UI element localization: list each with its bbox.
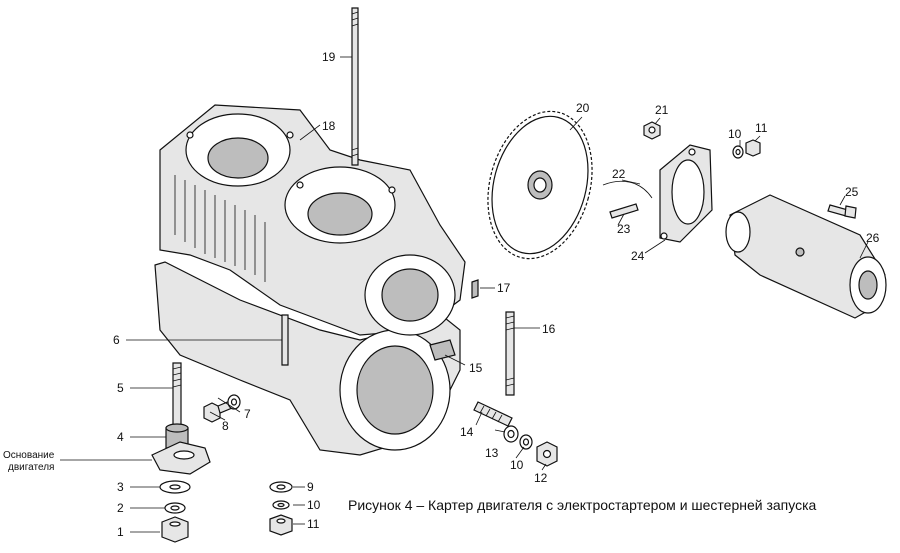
bearing-cap-15	[429, 339, 456, 361]
callout-10-right: 10	[510, 458, 524, 472]
callout-14: 14	[460, 425, 474, 439]
callout-7: 7	[244, 407, 251, 421]
callout-1: 1	[117, 525, 124, 539]
wire-22	[602, 180, 653, 199]
nut-21	[643, 121, 661, 140]
callout-17: 17	[497, 281, 511, 295]
base-label-line-1: Основание	[3, 450, 55, 461]
flange-24	[659, 144, 713, 243]
ring-gear-20	[487, 110, 593, 260]
callout-5: 5	[117, 381, 124, 395]
stud-16	[505, 311, 515, 396]
callout-8: 8	[222, 419, 229, 433]
callout-19: 19	[322, 50, 336, 64]
callout-23: 23	[617, 222, 631, 236]
nut-11-center	[269, 514, 293, 536]
key-17	[471, 279, 479, 299]
callout-11-starter: 11	[755, 121, 768, 135]
starter-26	[725, 194, 887, 319]
washer-10-starter	[732, 145, 744, 159]
base-label-line-2: двигателя	[8, 462, 54, 473]
nut-12	[536, 441, 558, 467]
washer-10-right	[519, 434, 533, 450]
washer-13	[503, 425, 519, 443]
callout-22: 22	[612, 167, 626, 181]
engine-base	[151, 441, 211, 475]
stud-19	[351, 7, 359, 166]
washer-9	[269, 481, 293, 493]
stud-14	[473, 401, 513, 427]
callout-16: 16	[542, 322, 556, 336]
figure-caption: Рисунок 4 – Картер двигателя с электрост…	[348, 497, 817, 513]
callout-10-starter: 10	[728, 127, 742, 141]
callout-13: 13	[485, 446, 499, 460]
callout-26: 26	[866, 231, 880, 245]
callout-2: 2	[117, 501, 124, 515]
washer-2	[164, 502, 186, 514]
callout-18: 18	[322, 119, 336, 133]
callout-9: 9	[307, 480, 314, 494]
callout-10-center: 10	[307, 498, 321, 512]
callout-20: 20	[576, 101, 590, 115]
callout-4: 4	[117, 430, 124, 444]
nut-1	[161, 516, 189, 543]
callout-11-center: 11	[307, 517, 320, 531]
callout-24: 24	[631, 249, 645, 263]
callout-21: 21	[655, 103, 669, 117]
callout-6: 6	[113, 333, 120, 347]
washer-3	[159, 480, 191, 494]
leader-lines	[60, 56, 869, 533]
bolt-25	[827, 204, 857, 219]
nut-11-starter	[745, 139, 761, 157]
callout-3: 3	[117, 480, 124, 494]
callout-25: 25	[845, 185, 859, 199]
pin-23	[609, 203, 639, 219]
stud-5	[172, 362, 182, 429]
callout-12: 12	[534, 471, 548, 485]
washer-7	[227, 394, 241, 410]
crankcase-18	[154, 104, 466, 456]
callout-15: 15	[469, 361, 483, 375]
washer-10-center	[272, 500, 290, 510]
